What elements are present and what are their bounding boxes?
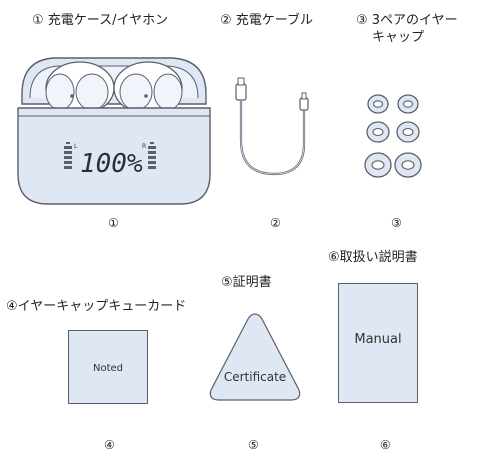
right-earbud-icon <box>113 61 183 115</box>
item6-title: ⑥取扱い説明書 <box>328 250 418 265</box>
left-earbud-icon <box>45 61 115 115</box>
ear-caps-illustration <box>364 94 422 178</box>
item6-number: ⑥ <box>380 438 391 452</box>
manual-text: Manual <box>354 332 401 347</box>
item3-number: ③ <box>391 216 402 230</box>
manual-booklet: Manual <box>338 283 418 403</box>
item3-title-line2: キャップ <box>372 30 425 45</box>
left-indicator-label: L <box>74 143 78 150</box>
item2-number: ② <box>270 216 281 230</box>
charging-cable-illustration <box>235 77 309 176</box>
item1-number: ① <box>108 216 119 230</box>
right-indicator-label: R <box>142 143 146 150</box>
item3-title-line1: ③ 3ペアのイヤー <box>356 13 458 28</box>
item4-title: ④イヤーキャップキューカード <box>6 299 187 314</box>
item5-title: ⑤証明書 <box>221 275 272 290</box>
item1-title: ① 充電ケース/イヤホン <box>32 13 169 28</box>
item2-title: ② 充電ケーブル <box>220 13 314 28</box>
item5-number: ⑤ <box>248 438 259 452</box>
certificate-text: Certificate <box>224 370 286 384</box>
ear-cap-cue-card: Noted <box>68 330 148 404</box>
certificate-card: Certificate <box>209 313 301 401</box>
left-battery-icon <box>64 142 72 169</box>
battery-display: 100% <box>80 149 143 179</box>
cue-card-text: Noted <box>93 363 123 374</box>
charging-case-illustration: L R 100% <box>17 57 211 205</box>
right-battery-icon <box>148 142 156 169</box>
item4-number: ④ <box>104 438 115 452</box>
